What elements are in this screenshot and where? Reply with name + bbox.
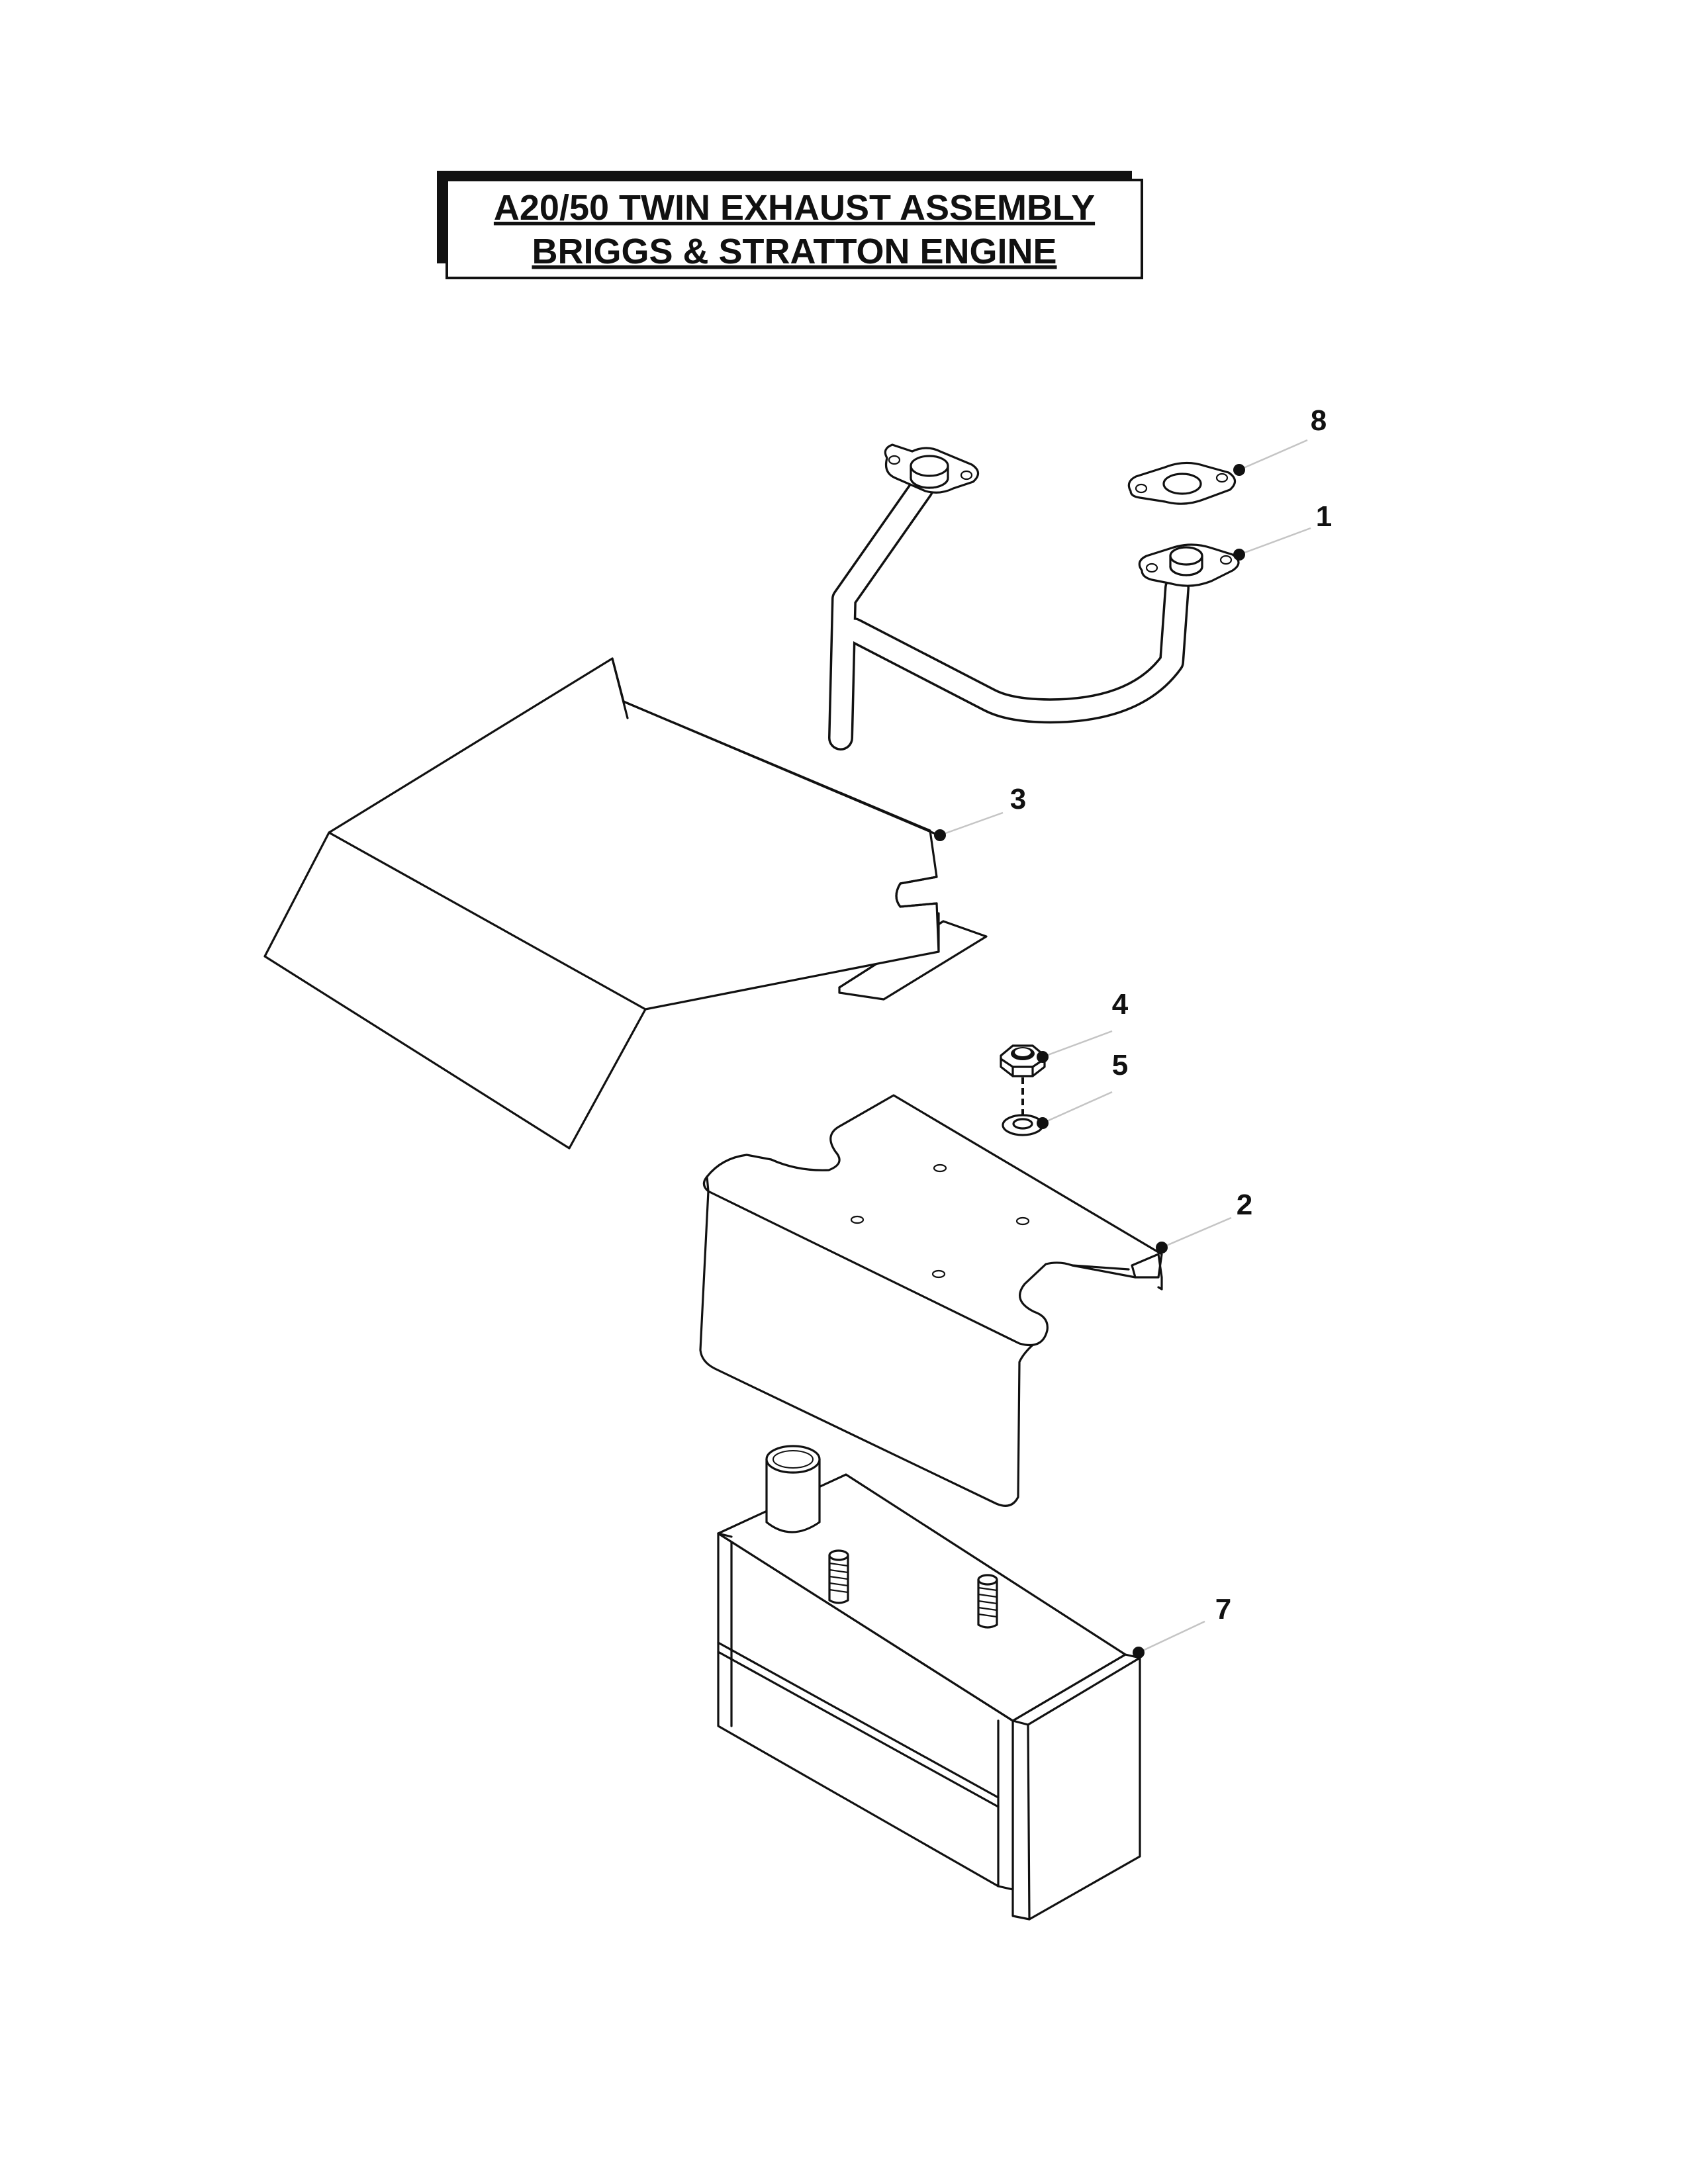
svg-text:4: 4 <box>1112 988 1129 1021</box>
title-box <box>445 179 1143 279</box>
exhaust-gasket-part <box>1127 461 1237 505</box>
heat-shield-part <box>263 657 988 1150</box>
bracket-top-plate <box>706 1094 1163 1347</box>
svg-text:3: 3 <box>1010 783 1026 815</box>
title-block: A20/50 TWIN EXHAUST ASSEMBLY BRIGGS & ST… <box>437 171 1143 279</box>
lock-nut-part <box>1000 1044 1046 1118</box>
washer-part <box>1002 1114 1044 1136</box>
svg-text:7: 7 <box>1215 1593 1231 1625</box>
bracket-side-face <box>699 1175 1047 1507</box>
callout-1: 1 <box>1233 500 1332 561</box>
muffler-part <box>717 1445 1141 1921</box>
muffler-stud-left <box>828 1549 849 1604</box>
mounting-bracket-part <box>699 1094 1163 1507</box>
muffler-outlet-tube <box>765 1458 821 1533</box>
left-pipe-flange <box>884 443 980 494</box>
svg-text:1: 1 <box>1316 500 1332 533</box>
title-line-2: BRIGGS & STRATTON ENGINE <box>532 232 1056 271</box>
callout-7: 7 <box>1133 1593 1231 1659</box>
svg-text:8: 8 <box>1311 404 1327 437</box>
callout-8: 8 <box>1233 404 1327 476</box>
callout-2: 2 <box>1156 1189 1252 1253</box>
exhaust-pipe-core <box>830 478 1188 749</box>
callout-3: 3 <box>934 783 1026 841</box>
title-line-1: A20/50 TWIN EXHAUST ASSEMBLY <box>494 188 1095 228</box>
exhaust-pipe-part <box>828 443 1240 751</box>
right-pipe-flange <box>1138 543 1240 587</box>
svg-text:5: 5 <box>1112 1049 1128 1081</box>
muffler-stud-right <box>977 1574 998 1629</box>
callout-5: 5 <box>1037 1049 1128 1129</box>
callout-4: 4 <box>1037 988 1129 1063</box>
svg-text:2: 2 <box>1237 1189 1252 1221</box>
